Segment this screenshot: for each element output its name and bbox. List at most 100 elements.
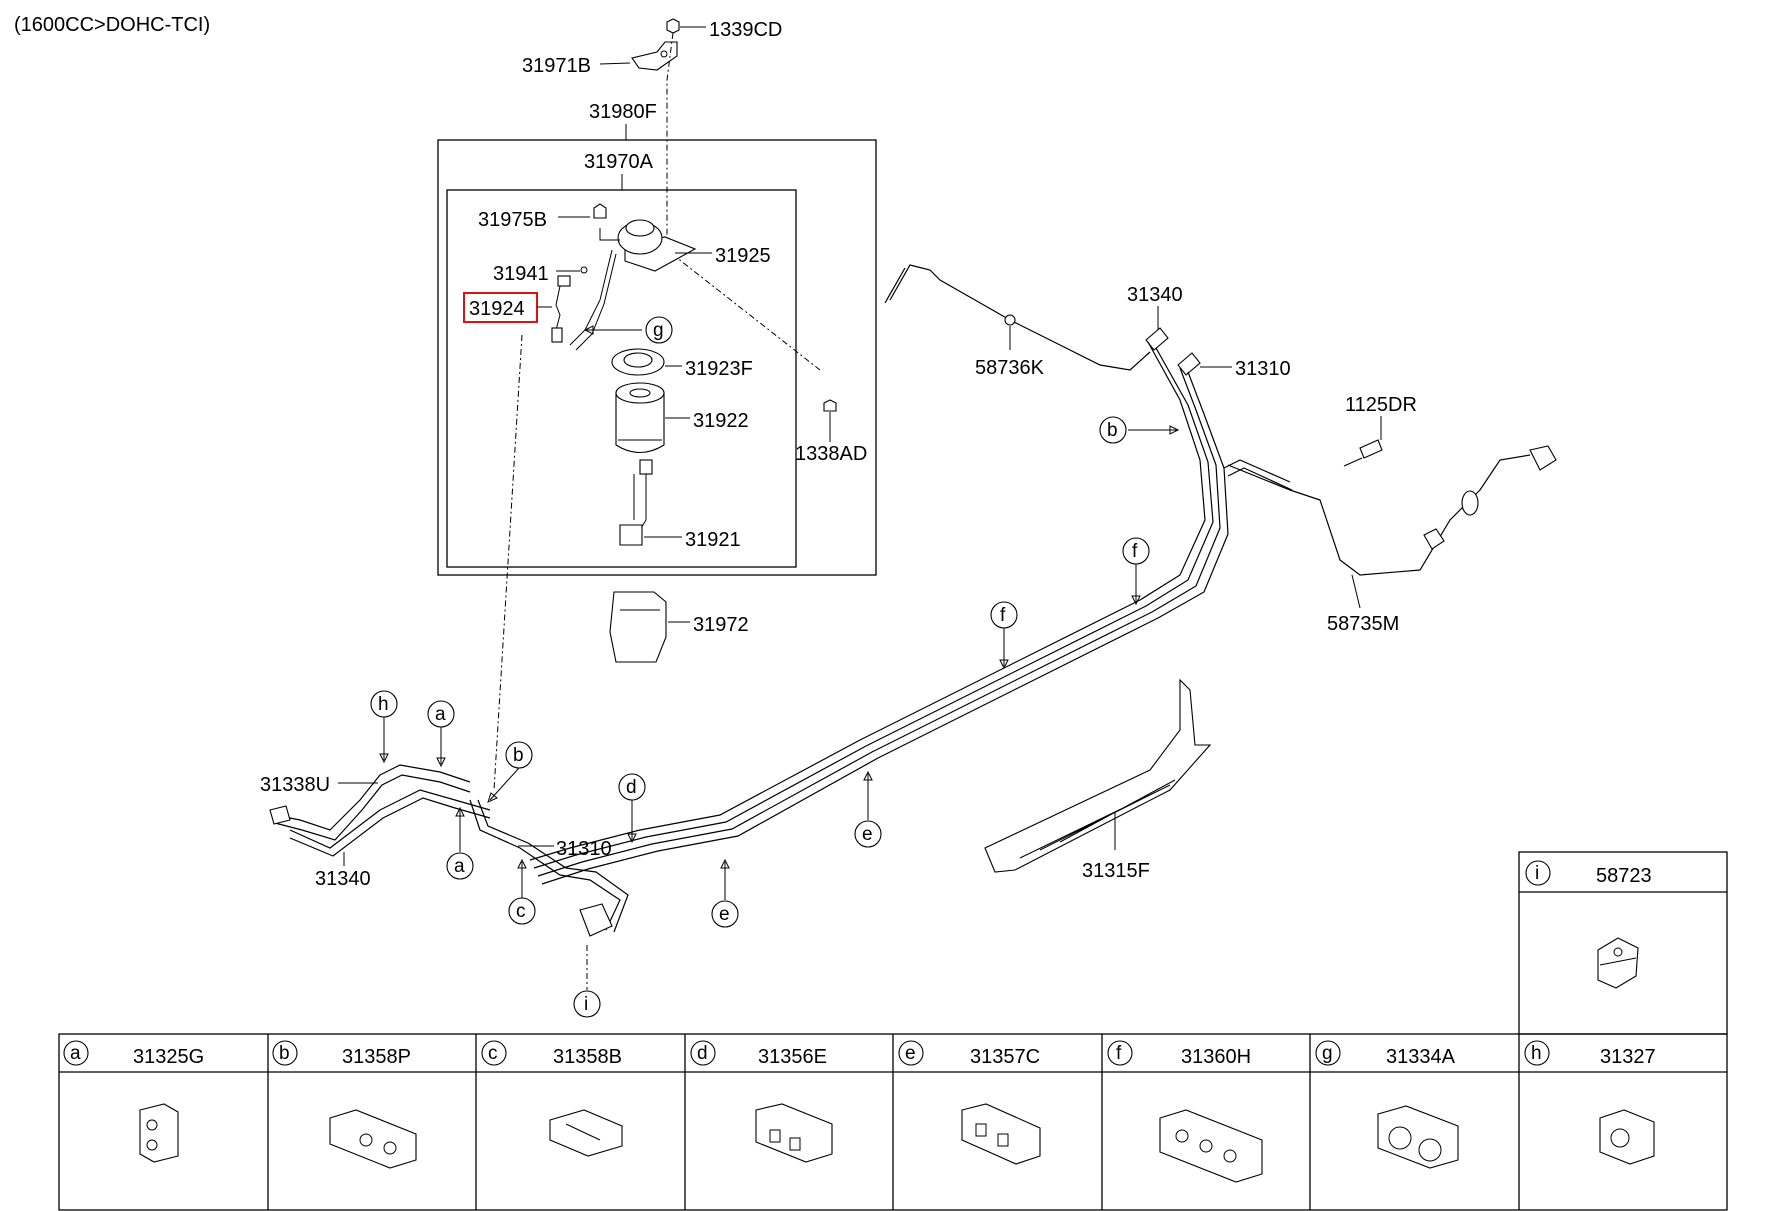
inset-i-letter: i [1535,863,1539,884]
legend-cell-b[interactable]: b 31358P [272,1040,417,1169]
label-31310-bottom: 31310 [556,838,612,860]
label-58736k: 58736K [975,357,1045,379]
svg-text:b: b [1107,420,1118,441]
callout-f-left[interactable]: f [990,601,1018,629]
seal-31923f[interactable] [611,348,682,376]
label-31972: 31972 [693,614,749,636]
callout-i[interactable]: i [573,990,601,1018]
fitting-31310-top[interactable] [1177,352,1232,376]
callout-b-lower[interactable]: b [505,741,533,769]
assembly-box-31980f [437,139,877,576]
legend-part-g: 31334A [1386,1046,1456,1068]
svg-text:b: b [279,1043,290,1064]
hose-58735m[interactable] [1227,445,1557,609]
callout-d[interactable]: d [618,773,646,801]
clip-31357c-icon [961,1103,1041,1165]
hose-31338u[interactable] [269,764,471,841]
label-1339cd: 1339CD [709,19,782,41]
bracket-31972[interactable] [609,591,690,663]
fitting-31340-top[interactable] [1145,306,1169,351]
clip-31358b-icon [549,1109,623,1157]
sensor-31924[interactable] [551,249,617,351]
bolt-1125dr[interactable] [1343,416,1383,467]
callout-a-lower[interactable]: a [446,852,474,880]
legend-cell-f[interactable]: f 31360H [1107,1040,1263,1183]
legend-cell-a[interactable]: a 31325G [63,1040,204,1163]
svg-text:e: e [719,904,730,925]
svg-text:f: f [1132,541,1138,562]
clip-31360h-icon [1159,1109,1263,1183]
svg-text:h: h [378,694,389,715]
hose-58736k[interactable] [884,264,1151,371]
label-1125dr: 1125DR [1345,394,1417,416]
water-sensor-31921[interactable] [619,474,682,546]
clip-31334a-icon [1377,1105,1459,1169]
legend-part-a: 31325G [133,1046,204,1068]
clip-31358p-icon [329,1109,417,1169]
svg-text:e: e [862,824,873,845]
clip-31356e-icon [755,1103,833,1163]
assembly-box-31970a [446,189,797,568]
legend-part-f: 31360H [1181,1046,1251,1068]
label-31315f: 31315F [1082,860,1150,882]
fuel-filter-31922[interactable] [615,382,690,475]
svg-text:b: b [513,745,524,766]
line-31310-bottom[interactable] [469,799,629,937]
label-31338u: 31338U [260,774,330,796]
label-31921: 31921 [685,529,741,551]
label-31980f: 31980F [589,101,657,123]
callout-f-right[interactable]: f [1122,537,1150,565]
legend-part-e: 31357C [970,1046,1040,1068]
svg-text:h: h [1531,1043,1542,1064]
legend-part-h: 31327 [1600,1046,1656,1068]
label-31922: 31922 [693,410,749,432]
label-31971b: 31971B [522,55,591,77]
nut-1339cd[interactable] [666,18,706,34]
label-1338ad: 1338AD [795,443,867,465]
callout-a-upper[interactable]: a [427,700,455,728]
clip-1338ad[interactable] [823,399,837,442]
svg-text:c: c [488,1043,498,1064]
callout-e-upper[interactable]: e [854,820,882,848]
svg-text:i: i [584,994,588,1015]
callout-e-lower[interactable]: e [711,900,739,928]
svg-text:g: g [653,320,664,341]
svg-text:g: g [1322,1043,1333,1064]
svg-text:f: f [1116,1043,1122,1064]
label-31941: 31941 [493,263,549,285]
callout-g[interactable]: g [645,316,673,344]
fuel-line-bundle[interactable] [529,341,1293,885]
engine-variant-title: (1600CC>DOHC-TCI) [14,14,210,36]
svg-text:d: d [697,1043,708,1064]
svg-text:a: a [454,856,465,877]
callout-b-upper[interactable]: b [1099,416,1127,444]
bleed-screw-31975b[interactable] [558,203,607,219]
label-31925: 31925 [715,245,771,267]
clip-31325g-icon [139,1103,179,1163]
label-58735m: 58735M [1327,613,1399,635]
inset-i-part: 58723 [1596,865,1652,887]
part-58723-icon[interactable] [1597,937,1639,989]
bracket-31971b[interactable] [599,41,678,71]
label-31340-top: 31340 [1127,284,1183,306]
legend-cell-g[interactable]: g 31334A [1315,1040,1459,1169]
callout-h[interactable]: h [370,690,398,718]
label-31924: 31924 [469,298,525,320]
legend-part-c: 31358B [553,1046,622,1068]
label-31975b: 31975B [478,209,547,231]
heat-shield-31315f[interactable] [984,678,1212,873]
legend-table [58,1033,1728,1211]
svg-text:f: f [1000,605,1006,626]
legend-cell-c[interactable]: c 31358B [481,1040,623,1157]
legend-cell-d[interactable]: d 31356E [690,1040,833,1163]
callout-c[interactable]: c [508,897,536,925]
label-31340-left: 31340 [315,868,371,890]
legend-cell-h[interactable]: h 31327 [1524,1040,1656,1165]
o-ring-31941[interactable] [556,266,588,274]
svg-text:e: e [905,1043,916,1064]
svg-text:d: d [626,777,637,798]
filter-head-31925[interactable] [599,219,712,272]
svg-text:a: a [435,704,446,725]
legend-cell-e[interactable]: e 31357C [898,1040,1041,1165]
